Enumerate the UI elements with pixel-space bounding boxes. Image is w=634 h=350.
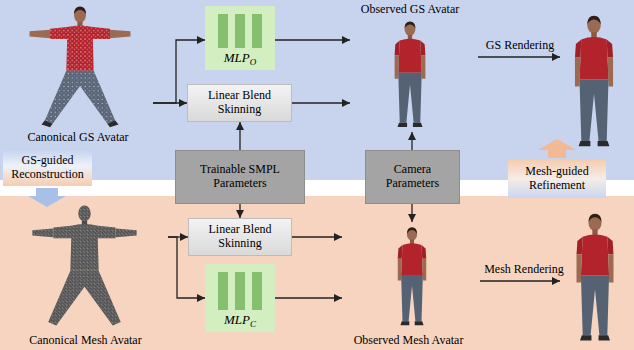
mlp-label: MLPO (205, 50, 275, 67)
layer-bar (252, 272, 262, 310)
mlp-name: MLP (224, 312, 250, 327)
avatar-node: Canonical GS Avatar (3, 3, 153, 145)
layer-bar (235, 14, 245, 48)
avatar-node: Observed Mesh Avatar (342, 222, 475, 348)
flow-arrow (292, 236, 342, 237)
layer-bar (218, 14, 228, 48)
mlp-label: MLPC (205, 312, 275, 329)
observed-gs-figure (395, 21, 426, 127)
avatar-label: Canonical GS Avatar (3, 130, 153, 145)
flow-arrow (275, 297, 342, 298)
flow-arrow (411, 132, 412, 150)
up-arrow (538, 139, 576, 158)
gs-render-figure (575, 16, 613, 147)
parameter-box: Camera Parameters (365, 150, 460, 204)
flow-arrow (411, 204, 412, 222)
process-label: Mesh Rendering (476, 262, 572, 277)
layer-bar (252, 14, 262, 48)
mlp-subscript: C (250, 319, 256, 329)
mesh-render-figure (577, 214, 614, 341)
canonical-gs-figure (30, 7, 131, 128)
box-text: GS-guided Reconstruction (7, 154, 88, 182)
layer-bar (235, 272, 245, 310)
flow-arrow (292, 102, 350, 103)
flow-arrow (239, 122, 240, 150)
box-text: Mesh-guided Refinement (512, 165, 602, 193)
transfer-box: Mesh-guided Refinement (508, 160, 606, 198)
box-text: Trainable SMPL Parameters (180, 163, 300, 191)
mlp-name: MLP (224, 50, 250, 65)
avatar-label: Observed GS Avatar (350, 2, 470, 17)
avatar-node: Canonical Mesh Avatar (3, 198, 168, 348)
box-text: Linear Blend Skinning (192, 89, 287, 117)
render-arrow (480, 280, 560, 281)
mlp-subscript: O (250, 57, 257, 67)
box-text: Camera Parameters (370, 163, 455, 191)
observed-mesh-figure (398, 227, 427, 325)
avatar-label: Observed Mesh Avatar (342, 333, 475, 348)
layer-bar (218, 272, 228, 310)
parameter-box: Trainable SMPL Parameters (175, 150, 305, 204)
transfer-box: GS-guided Reconstruction (3, 150, 92, 186)
avatar-label: Canonical Mesh Avatar (3, 333, 168, 348)
avatar-node: Observed GS Avatar (350, 2, 470, 132)
down-arrow (28, 188, 66, 207)
render-arrow (478, 56, 560, 57)
process-box: Linear Blend Skinning (188, 218, 292, 256)
mlp-block: MLPC (205, 264, 275, 332)
mesh-band (0, 196, 634, 350)
canonical-mesh-figure (32, 206, 136, 326)
flow-arrow (275, 39, 350, 40)
process-box: Linear Blend Skinning (187, 84, 292, 122)
box-text: Linear Blend Skinning (193, 223, 287, 251)
process-label: GS Rendering (472, 38, 568, 53)
flow-arrow (239, 204, 240, 218)
mlp-block: MLPO (205, 6, 275, 70)
gs-band (0, 0, 634, 180)
